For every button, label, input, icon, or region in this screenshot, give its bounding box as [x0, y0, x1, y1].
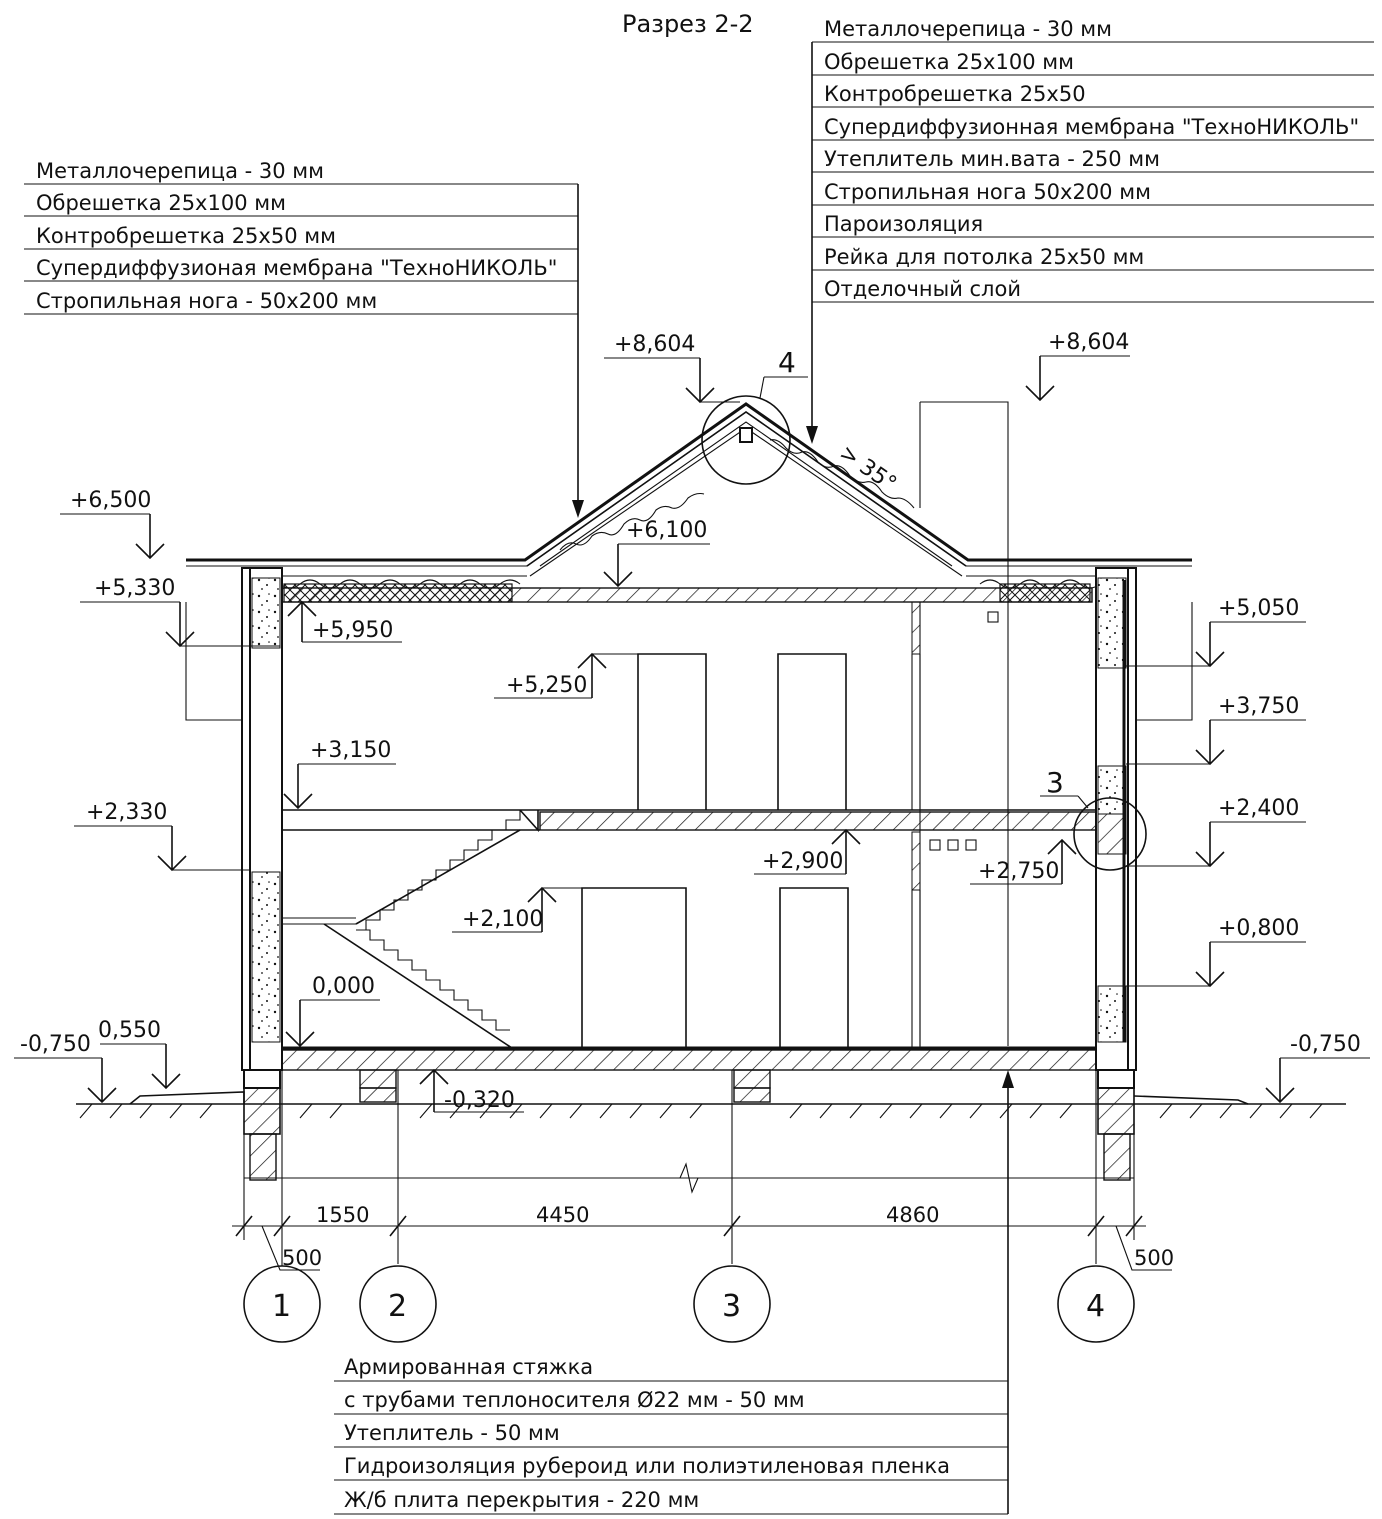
section-title: Разрез 2-2	[622, 10, 754, 38]
node-marker-4: 4	[701, 346, 808, 485]
dim-4450: 4450	[536, 1203, 589, 1227]
elev-ridge-left: +8,604	[614, 332, 695, 357]
roof-layers-left: Металлочерепица - 30 мм Обрешетка 25х100…	[24, 159, 584, 518]
roof-layer-right-6: Стропильная нога 50х200 мм	[824, 180, 1151, 204]
node-marker-3: 3	[1040, 766, 1147, 871]
elev-right-2400: +2,400	[1218, 796, 1299, 821]
axis-label-3: 3	[722, 1289, 741, 1324]
elev-ground-left: -0,750	[20, 1032, 91, 1057]
elevation-marks: +8,604 +8,604 +6,500 +6,100 +5,330 +5,95…	[14, 330, 1370, 1113]
elev-door2-top: +5,250	[506, 673, 587, 698]
roof-layer-left-2: Обрешетка 25х100 мм	[36, 191, 286, 215]
axis-bubble-1	[243, 1265, 321, 1343]
elev-right-5050: +5,050	[1218, 596, 1299, 621]
roof-layer-right-2: Обрешетка 25х100 мм	[824, 50, 1074, 74]
elev-ridge-right: +8,604	[1048, 330, 1129, 355]
dim-4860: 4860	[886, 1203, 939, 1227]
elev-right-3750: +3,750	[1218, 694, 1299, 719]
floor-layer-5: Ж/б плита перекрытия - 220 мм	[344, 1488, 699, 1512]
elev-ground-right: -0,750	[1290, 1032, 1361, 1057]
axis-label-2: 2	[388, 1289, 407, 1324]
roof-layer-right-1: Металлочерепица - 30 мм	[824, 17, 1112, 41]
roof-layer-right-7: Пароизоляция	[824, 212, 983, 236]
dimension-lines: 1550 4450 4860 500 500	[232, 1070, 1174, 1271]
roof-layer-right-3: Контробрешетка 25х50	[824, 82, 1086, 106]
roof-layer-right-5: Утеплитель мин.вата - 250 мм	[824, 147, 1160, 171]
elev-door1-top: +2,100	[462, 907, 543, 932]
elev-right-0800: +0,800	[1218, 916, 1299, 941]
axis-bubbles: 1 2 3 4	[243, 1264, 1135, 1343]
elev-left-5950: +5,950	[312, 618, 393, 643]
floor-layer-3: Утеплитель - 50 мм	[344, 1421, 560, 1445]
dim-1550: 1550	[316, 1203, 369, 1227]
axis-bubble-4	[1057, 1265, 1135, 1343]
axis-label-4: 4	[1086, 1289, 1105, 1324]
elev-left-5330: +5,330	[94, 576, 175, 601]
elev-floor1: 0,000	[312, 974, 375, 999]
axis-bubble-3	[693, 1265, 771, 1343]
foundation	[76, 1069, 1346, 1181]
roof-layer-right-4: Супердиффузионная мембрана "ТехноНИКОЛЬ"	[824, 115, 1359, 139]
roof-angle-label: 35°	[855, 454, 901, 497]
elev-eave-left: +6,500	[70, 488, 151, 513]
node-4-label: 4	[778, 346, 796, 379]
roof-layer-left-3: Контробрешетка 25х50 мм	[36, 224, 336, 248]
elev-ceil1: +2,900	[762, 849, 843, 874]
staircase	[282, 809, 539, 1049]
floor-layers: Армированная стяжка с трубами теплоносит…	[334, 1070, 1014, 1515]
floor-layer-2: с трубами теплоносителя Ø22 мм - 50 мм	[344, 1388, 805, 1412]
node-3-label: 3	[1046, 766, 1064, 799]
roof	[186, 402, 1192, 603]
exterior-walls	[241, 567, 1137, 1071]
floor-layer-4: Гидроизоляция рубероид или полиэтиленова…	[344, 1454, 950, 1478]
axis-bubble-2	[359, 1265, 437, 1343]
elev-beam: +2,750	[978, 859, 1059, 884]
roof-layer-left-5: Стропильная нога - 50х200 мм	[36, 289, 377, 313]
roof-layer-left-4: Супердиффузионая мембрана "ТехноНИКОЛЬ"	[36, 256, 557, 280]
elev-foundation: -0,320	[444, 1088, 515, 1113]
axis-label-1: 1	[272, 1289, 291, 1324]
roof-layers-right: Металлочерепица - 30 мм Обрешетка 25х100…	[806, 17, 1374, 444]
elev-floor2: +3,150	[310, 738, 391, 763]
elev-left-2330: +2,330	[86, 800, 167, 825]
elev-left-0550: 0,550	[98, 1018, 161, 1043]
chimney-outline	[919, 401, 1009, 1046]
floor-slabs	[281, 601, 1097, 1071]
elev-attic-floor: +6,100	[626, 518, 707, 543]
roof-layer-right-8: Рейка для потолка 25х50 мм	[824, 245, 1144, 269]
dim-500-right: 500	[1134, 1246, 1174, 1270]
roof-layer-left-1: Металлочерепица - 30 мм	[36, 159, 324, 183]
doors	[581, 653, 849, 1048]
floor-layer-1: Армированная стяжка	[344, 1355, 593, 1379]
roof-layer-right-9: Отделочный слой	[824, 277, 1021, 301]
